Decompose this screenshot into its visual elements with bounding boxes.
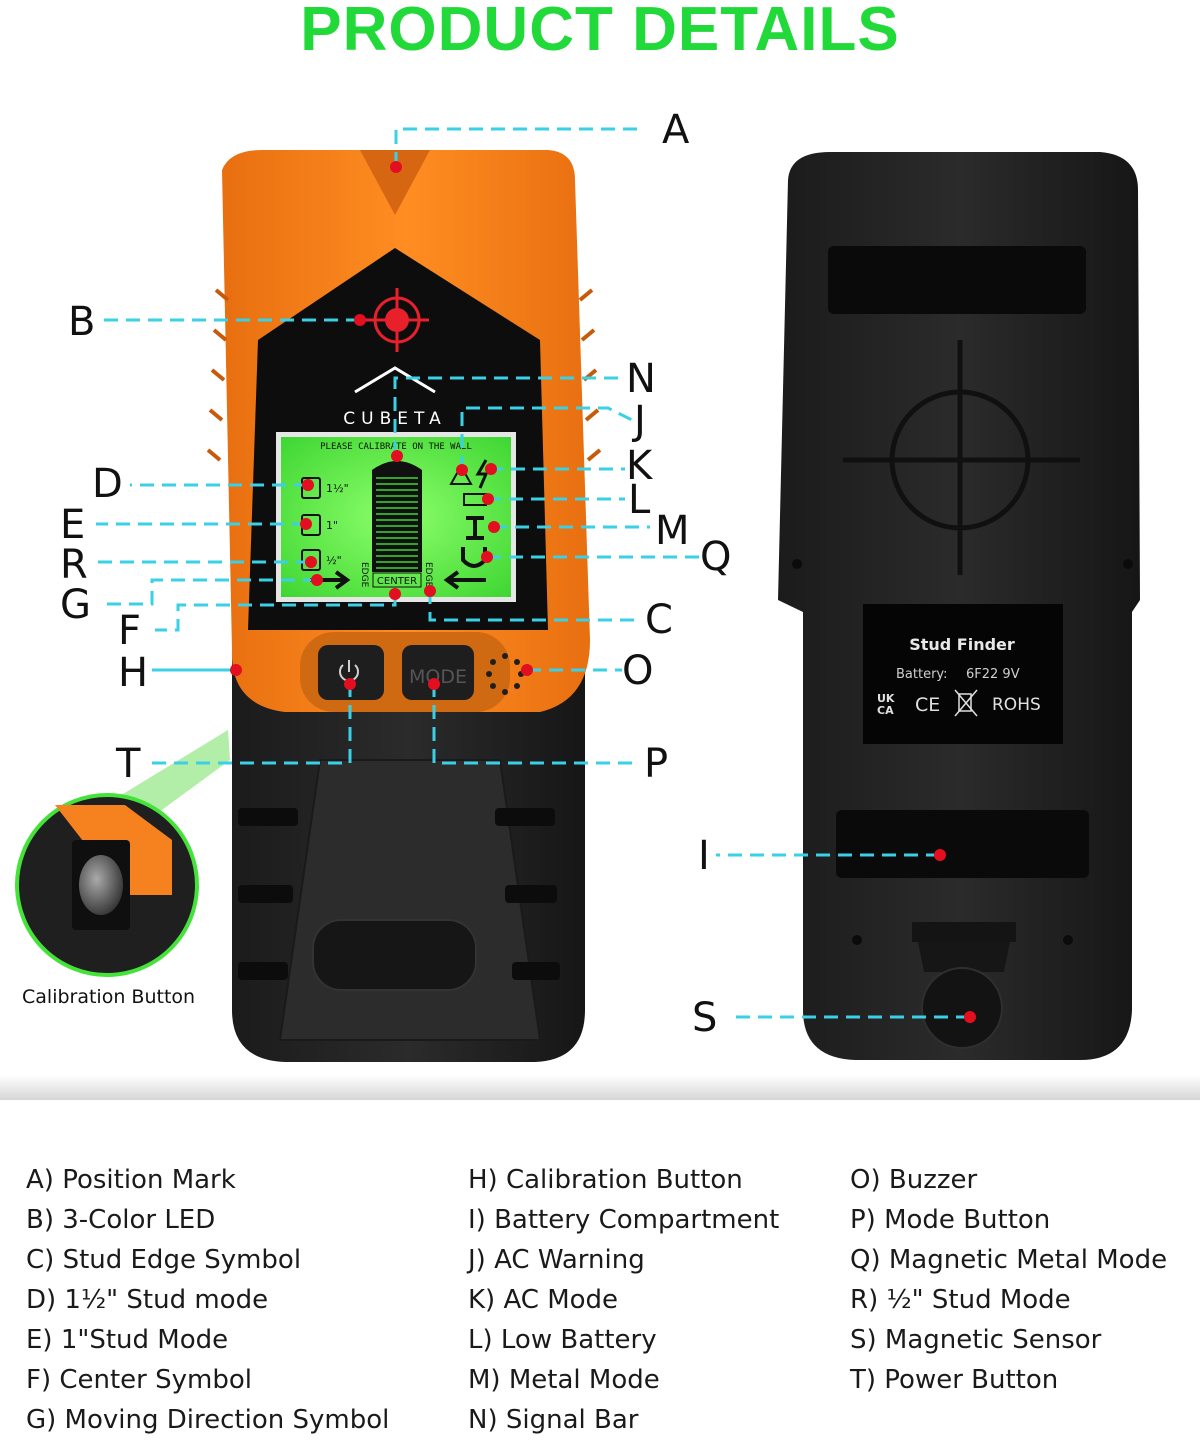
callout-markers xyxy=(230,161,976,1023)
legend-item: S) Magnetic Sensor xyxy=(850,1325,1102,1355)
legend-item: L) Low Battery xyxy=(468,1325,657,1355)
callout-t: T xyxy=(115,741,141,787)
legend-item: I) Battery Compartment xyxy=(468,1205,780,1235)
legend-item: C) Stud Edge Symbol xyxy=(26,1245,302,1275)
callout-s: S xyxy=(692,995,717,1041)
svg-text:CA: CA xyxy=(877,704,894,717)
signal-bar xyxy=(372,461,422,572)
legend-item: G) Moving Direction Symbol xyxy=(26,1405,390,1435)
calibration-caption: Calibration Button xyxy=(22,986,196,1008)
front-slot xyxy=(312,919,477,991)
stud-finder-back: Stud Finder Battery: 6F22 9V UK CA CE RO… xyxy=(778,152,1140,1060)
weee-bin-icon xyxy=(954,689,978,717)
magnetic-sensor xyxy=(921,967,1003,1049)
svg-text:MODE: MODE xyxy=(409,666,467,688)
svg-text:UK: UK xyxy=(877,692,895,705)
metal-mode-icon xyxy=(466,516,484,540)
svg-text:1": 1" xyxy=(326,519,338,532)
legend-item: T) Power Button xyxy=(850,1365,1059,1395)
legend-column-1: A) Position Mark B) 3-Color LED C) Stud … xyxy=(26,1160,389,1440)
legend-item: R) ½" Stud Mode xyxy=(850,1285,1071,1315)
callout-e: E xyxy=(60,502,85,548)
floor-shadow xyxy=(0,1075,1200,1100)
svg-text:1½": 1½" xyxy=(326,482,349,495)
callout-g: G xyxy=(60,582,91,628)
legend-column-2: H) Calibration Button I) Battery Compart… xyxy=(468,1160,779,1440)
legend: A) Position Mark B) 3-Color LED C) Stud … xyxy=(0,1160,1200,1440)
callout-q: Q xyxy=(700,534,731,580)
stud-finder-front: CUBETA PLEASE CALIBRATE ON THE WALL EDGE… xyxy=(206,150,602,1062)
mode-button[interactable] xyxy=(402,645,474,700)
callout-p: P xyxy=(644,741,668,787)
svg-text:6F22 9V: 6F22 9V xyxy=(966,667,1020,682)
ac-warning-icon xyxy=(449,463,473,485)
leader-lines xyxy=(96,127,970,1019)
legend-item: J) AC Warning xyxy=(468,1245,645,1275)
callout-a: A xyxy=(662,107,690,153)
callout-c: C xyxy=(645,597,673,643)
callout-n: N xyxy=(626,356,656,402)
legend-item: O) Buzzer xyxy=(850,1165,978,1195)
callout-letters: A B N J K L M Q C D E R G F H O T P I S xyxy=(60,107,731,1041)
callout-d: D xyxy=(92,461,123,507)
buzzer-icon xyxy=(486,653,524,695)
svg-text:EDGE: EDGE xyxy=(359,562,369,588)
svg-text:Stud Finder: Stud Finder xyxy=(909,635,1015,654)
arrow-left-icon xyxy=(443,570,486,590)
calibration-zoom xyxy=(15,730,230,977)
legend-column-3: O) Buzzer P) Mode Button Q) Magnetic Met… xyxy=(850,1160,1167,1400)
callout-b: B xyxy=(68,299,95,345)
callout-l: L xyxy=(628,477,651,523)
callout-k: K xyxy=(626,443,654,489)
callout-j: J xyxy=(631,398,646,444)
legend-item: F) Center Symbol xyxy=(26,1365,252,1395)
legend-item: B) 3-Color LED xyxy=(26,1205,216,1235)
legend-item: E) 1"Stud Mode xyxy=(26,1325,229,1355)
svg-text:EDGE: EDGE xyxy=(423,562,433,588)
callout-r: R xyxy=(60,542,88,588)
lcd-center-symbol: CENTER xyxy=(377,576,417,587)
svg-text:ROHS: ROHS xyxy=(992,695,1041,715)
calibration-knob-icon xyxy=(79,855,123,915)
svg-text:Battery:: Battery: xyxy=(896,667,948,682)
svg-text:CE: CE xyxy=(915,694,940,716)
svg-text:½": ½" xyxy=(326,554,342,567)
lightning-icon xyxy=(475,459,489,489)
callout-m: M xyxy=(655,508,690,554)
legend-item: D) 1½" Stud mode xyxy=(26,1285,269,1315)
legend-item: A) Position Mark xyxy=(26,1165,236,1195)
power-button[interactable] xyxy=(318,645,384,700)
callout-f: F xyxy=(118,608,141,654)
page-title: PRODUCT DETAILS xyxy=(300,0,900,64)
product-illustration: CUBETA PLEASE CALIBRATE ON THE WALL EDGE… xyxy=(0,107,1200,1100)
legend-item: H) Calibration Button xyxy=(468,1165,743,1195)
battery-compartment xyxy=(836,810,1089,878)
legend-item: N) Signal Bar xyxy=(468,1405,639,1435)
back-label xyxy=(863,604,1063,744)
house-logo-icon xyxy=(354,366,436,394)
callout-o: O xyxy=(622,648,653,694)
callout-i: I xyxy=(698,833,710,879)
brand-name: CUBETA xyxy=(343,409,446,429)
callout-h: H xyxy=(118,650,148,696)
target-crosshair-icon xyxy=(843,340,1080,575)
legend-item: P) Mode Button xyxy=(850,1205,1051,1235)
legend-item: Q) Magnetic Metal Mode xyxy=(850,1245,1168,1275)
legend-item: K) AC Mode xyxy=(468,1285,619,1315)
legend-item: M) Metal Mode xyxy=(468,1365,660,1395)
